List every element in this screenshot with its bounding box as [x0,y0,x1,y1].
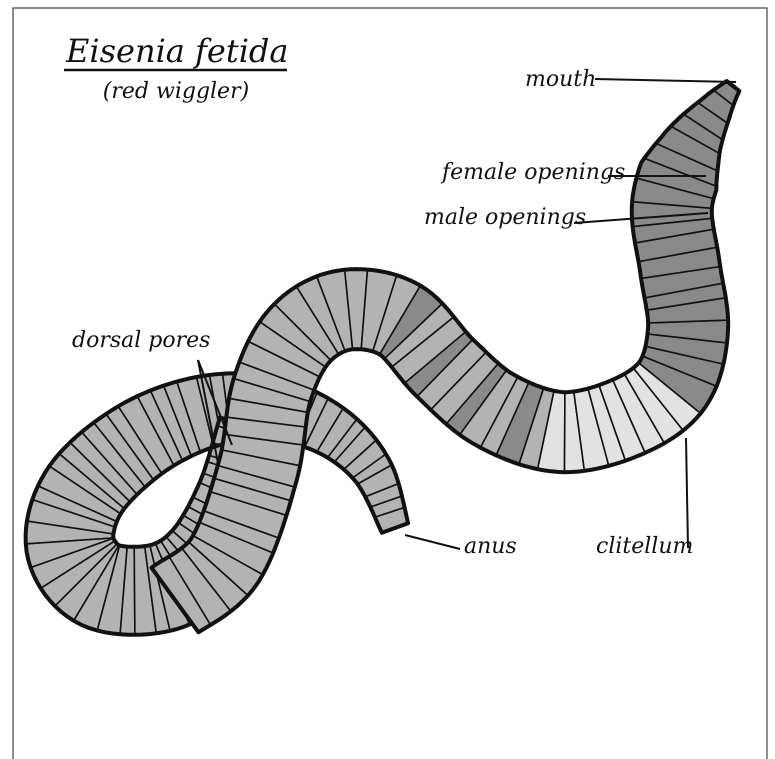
label-mouth: mouth [525,67,596,92]
mouth-leader [595,79,736,82]
diagram-subtitle: (red wiggler) [103,79,249,104]
label-dorsal-pores: dorsal pores [72,328,210,353]
clitellum-leader [686,438,688,548]
diagram-title: Eisenia fetida [65,32,288,70]
anus-leader [405,535,460,549]
label-female-openings: female openings [440,160,625,185]
label-male-openings: male openings [424,205,586,230]
label-anus: anus [464,534,517,559]
label-clitellum: clitellum [596,534,693,559]
